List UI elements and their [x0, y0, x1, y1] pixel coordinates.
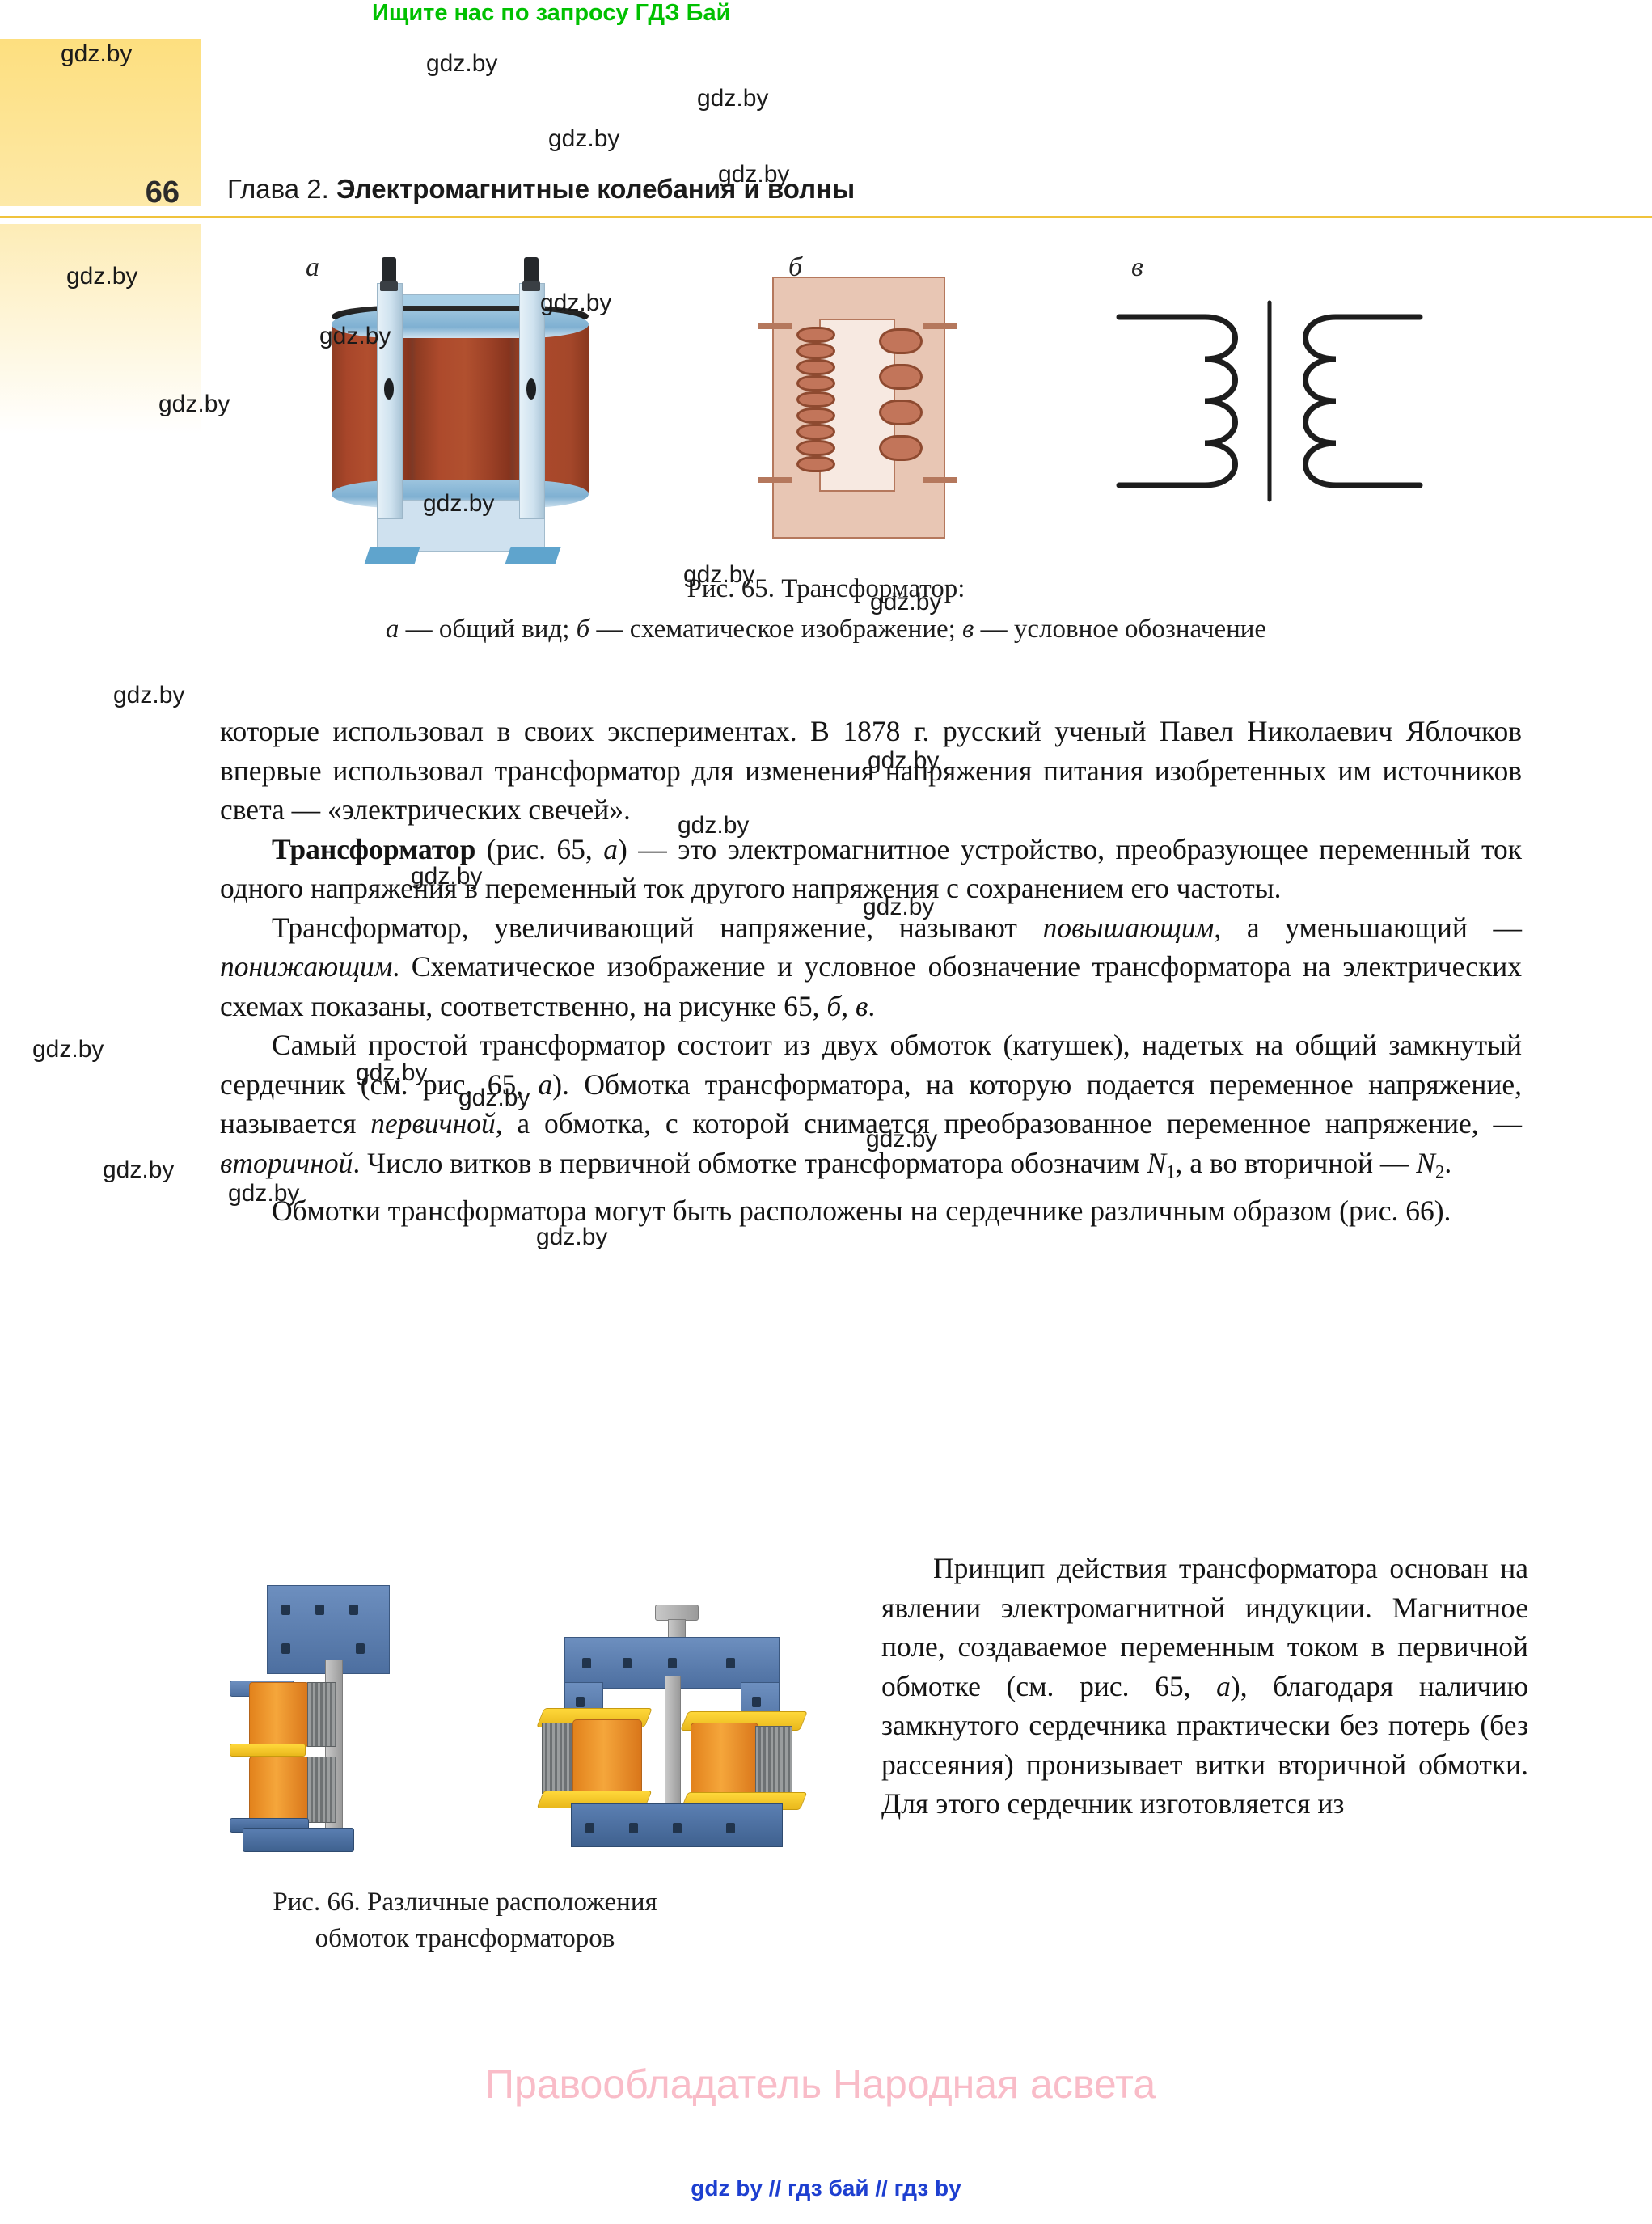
watermark-gdz-12: gdz.by [113, 682, 185, 708]
paragraph-3-part4: . [868, 989, 876, 1022]
paragraph-4: Самый простой трансформатор состоит из д… [220, 1025, 1522, 1191]
figure-65: а б в [0, 235, 1652, 574]
caption-part-a-text: — общий вид; [399, 615, 577, 644]
term-step-up: повышающим [1042, 911, 1215, 944]
paragraph-4-part1: Самый простой трансформатор состоит из д… [220, 1029, 1522, 1101]
right-column-part2: ), благодаря наличию замкнутого сердечни… [881, 1669, 1528, 1820]
term-secondary: вторичной [220, 1146, 353, 1179]
page-number: 66 [145, 175, 180, 209]
figure-65-label-v: в [1131, 252, 1143, 282]
paragraph-3-part2: , а уменьшающий — [1214, 911, 1522, 944]
header-rule [0, 216, 1652, 218]
paragraph-2-ref: а [603, 832, 618, 865]
paragraph-1: которые использовал в своих эксперимента… [220, 715, 1522, 826]
figure-65-caption-line1: Рис. 65. Трансформатор: [687, 574, 965, 603]
paragraph-2: Трансформатор (рис. 65, а) — это электро… [220, 830, 1522, 908]
paragraph-5: Обмотки трансформатора могут быть распол… [272, 1194, 1451, 1228]
term-step-down: понижающим [220, 950, 393, 983]
watermark-gdz-2: gdz.by [697, 85, 769, 112]
paragraph-3-part3: . Схематическое изображение и условное о… [220, 950, 1522, 1022]
caption-part-v-text: — условное обозначение [974, 615, 1267, 644]
figure-66-caption: Рис. 66. Различные расположения обмоток … [186, 1884, 744, 1957]
paragraph-3-part1: Трансформатор, увеличивающий напряжение,… [272, 911, 1043, 944]
figure-66-caption-line1: Рис. 66. Различные расположения [273, 1888, 657, 1917]
transformer-stacked-windings-image [230, 1585, 518, 1852]
symbol-n2-subscript: 2 [1434, 1161, 1445, 1182]
figure-66 [226, 1577, 841, 1860]
right-column-text: Принцип действия трансформатора основан … [881, 1549, 1528, 1824]
paragraph-4-part6: . [1444, 1146, 1452, 1179]
figure-65-label-a: а [306, 252, 319, 282]
transformer-side-windings-image [526, 1605, 825, 1858]
symbol-n1: N [1147, 1146, 1167, 1179]
figure-65-caption-line2: а — общий вид; б — схематическое изображ… [0, 615, 1652, 645]
watermark-gdz-19: gdz.by [32, 1036, 104, 1063]
paragraph-2-part2: ) — это электромагнитное устройство, пре… [220, 832, 1522, 905]
caption-part-b-label: б [576, 615, 590, 644]
transformer-circuit-symbol [1116, 285, 1423, 527]
page-tab-bottom [0, 224, 201, 434]
paragraph-4-part2: ). Обмотка трансформатора, на которую по… [220, 1068, 1522, 1140]
chapter-title: Электромагнитные колебания и волны [336, 174, 856, 204]
paragraph-3-refs: б, в [826, 989, 868, 1022]
footer-links-watermark: gdz by // гдз бай // гдз by [691, 2175, 961, 2201]
watermark-gdz-1: gdz.by [426, 50, 498, 77]
copyright-watermark: Правообладатель Народная асвета [485, 2061, 1156, 2107]
transformer-symbol-svg [1116, 300, 1423, 502]
symbol-n1-subscript: 1 [1166, 1161, 1176, 1182]
term-transformer: Трансформатор [272, 832, 476, 865]
symbol-n2: N [1416, 1146, 1435, 1179]
paragraph-2-part1: (рис. 65, [475, 832, 604, 865]
transformer-schematic-image [758, 277, 957, 539]
paragraph-4-part3: , а обмотка, с которой снимается преобра… [495, 1107, 1522, 1139]
watermark-gdz-3: gdz.by [548, 125, 620, 152]
paragraph-3: Трансформатор, увеличивающий напряжение,… [220, 908, 1522, 1026]
right-column-part1: Принцип действия трансформатора основан … [881, 1552, 1528, 1702]
paragraph-4-ref: а [538, 1068, 553, 1101]
page-tab-top [0, 39, 201, 206]
right-column-paragraph: Принцип действия трансформатора основан … [881, 1549, 1528, 1824]
caption-part-a-label: а [385, 615, 399, 644]
caption-part-b-text: — схематическое изображение; [589, 615, 963, 644]
paragraph-4-part5: , а во вторичной — [1175, 1146, 1417, 1179]
caption-part-v-label: в [962, 615, 974, 644]
figure-66-caption-line2: обмоток трансформаторов [315, 1924, 615, 1953]
watermark-gdz-21: gdz.by [103, 1156, 175, 1183]
right-column-ref: а [1216, 1669, 1231, 1702]
figure-65-label-b: б [788, 252, 803, 282]
watermark-top-banner: Ищите нас по запросу ГДЗ Бай [372, 0, 731, 26]
paragraph-4-part4: . Число витков в первичной обмотке транс… [353, 1146, 1147, 1179]
chapter-prefix: Глава 2. [227, 174, 329, 204]
term-primary: первичной [370, 1107, 496, 1139]
body-text: которые использовал в своих эксперимента… [220, 712, 1522, 1231]
transformer-general-view-image [332, 257, 589, 573]
chapter-heading: Глава 2. Электромагнитные колебания и во… [227, 174, 855, 205]
